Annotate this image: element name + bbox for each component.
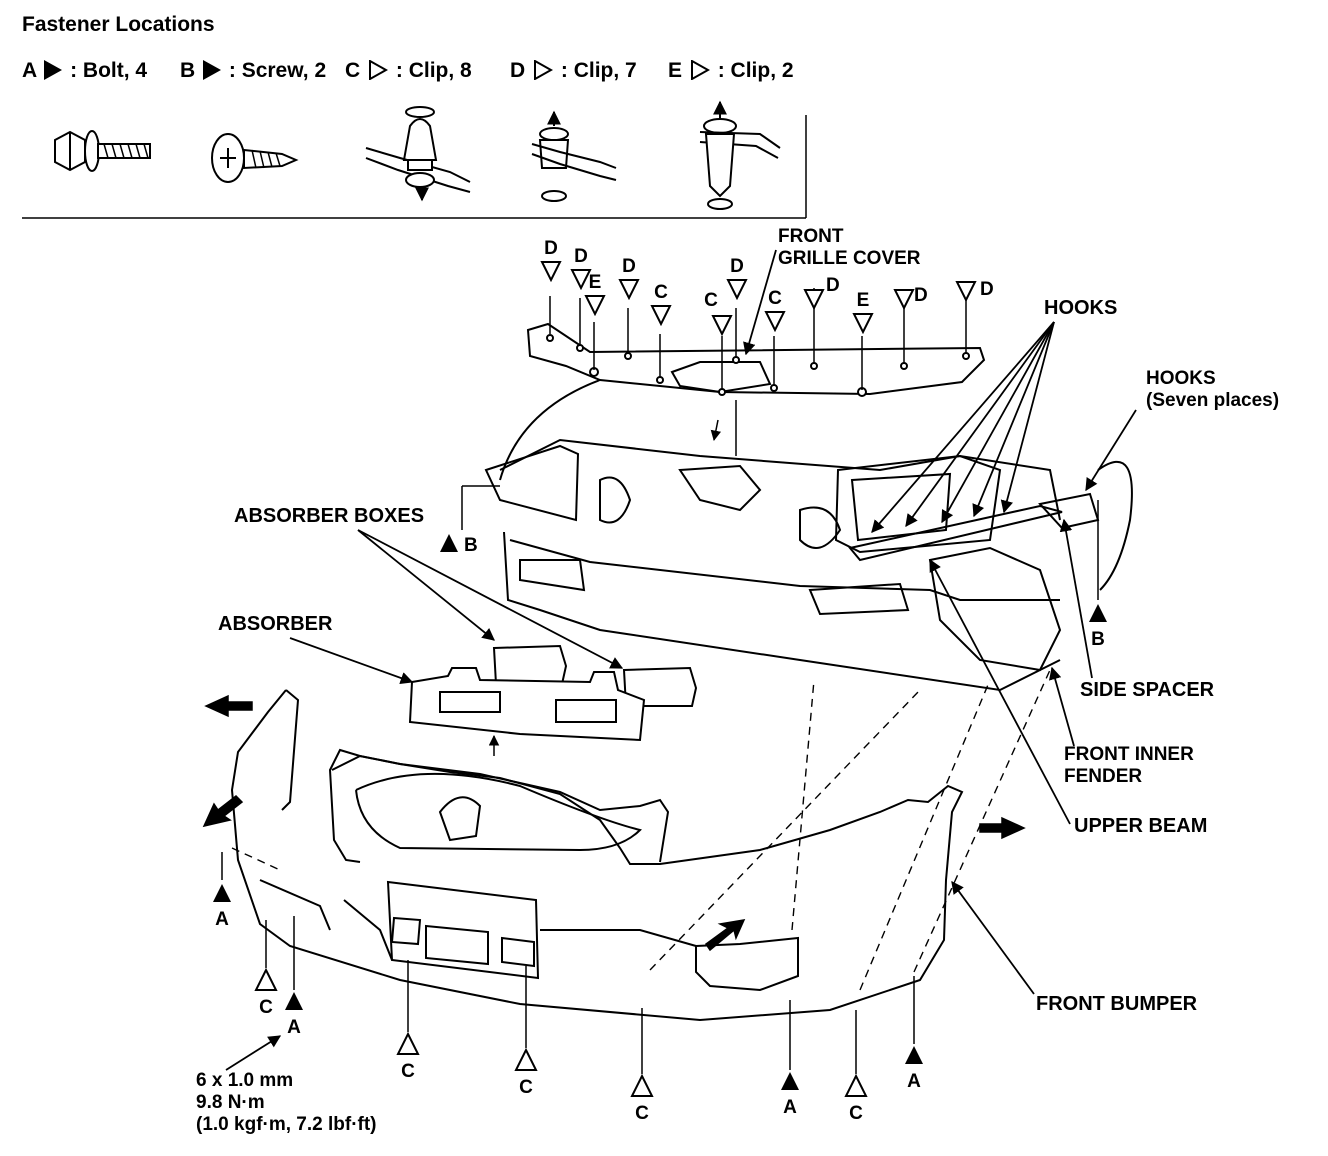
open-triangle-down-icon: [726, 279, 748, 301]
legend-item-d: D : Clip, 7: [510, 59, 637, 84]
projection-lines: [231, 669, 1051, 991]
direction-arrows: [202, 694, 1026, 952]
fastener-marker-c: C: [704, 290, 718, 311]
clip-c-icon: [365, 106, 471, 202]
fastener-marker-c: C: [630, 1073, 654, 1125]
label-hooks: HOOKS: [1044, 297, 1118, 319]
fastener-marker-d: D: [540, 238, 562, 287]
clip-e-icon: [699, 100, 781, 210]
legend-sep-d: :: [560, 59, 568, 82]
fastener-marker-c: C: [514, 1047, 538, 1099]
open-triangle-down-icon: [852, 313, 874, 335]
fastener-letter-b: B: [464, 535, 478, 556]
legend-text-c: Clip, 8: [408, 59, 472, 82]
open-triangle-icon: [533, 59, 554, 84]
legend-sep-c: :: [395, 59, 403, 82]
fastener-marker-d: D: [570, 246, 592, 295]
legend-text-b: Screw, 2: [241, 59, 327, 82]
fastener-marker-c: C: [844, 1073, 868, 1125]
legend-letter-d: D: [510, 59, 526, 82]
screw-icon: [211, 133, 299, 183]
open-triangle-up-icon: [844, 1073, 868, 1097]
label-front-inner-fender: FRONT INNER FENDER: [1064, 744, 1194, 787]
open-triangle-icon: [690, 59, 710, 84]
legend-letter-e: E: [668, 59, 683, 82]
label-side-spacer: SIDE SPACER: [1080, 679, 1215, 701]
front-bumper-part: [230, 689, 964, 1022]
legend-item-b: B : Screw, 2: [180, 60, 326, 81]
open-triangle-down-icon: [764, 311, 786, 333]
fastener-letter-d: D: [914, 285, 928, 306]
fastener-letter-d: D: [980, 279, 994, 300]
legend-letter-c: C: [345, 59, 361, 82]
open-triangle-up-icon: [254, 967, 278, 991]
open-triangle-down-icon: [803, 289, 825, 310]
open-triangle-down-icon: [955, 281, 977, 302]
open-triangle-down-icon: [540, 261, 562, 283]
filled-triangle-up-icon: [285, 992, 303, 1010]
open-triangle-down-icon: [711, 315, 733, 336]
fastener-marker-b: B: [1087, 602, 1109, 651]
absorber-part: [408, 667, 646, 742]
filled-triangle-up-icon: [781, 1072, 799, 1090]
fastener-marker-e: E: [584, 272, 606, 321]
fastener-leader-lines: [221, 288, 1099, 1074]
legend-sep-e: :: [717, 59, 725, 82]
legend-item-e: E : Clip, 2: [668, 59, 794, 84]
open-triangle-down-icon: [584, 295, 606, 317]
legend-box-border: [22, 115, 807, 219]
legend-text-a: Bolt, 4: [82, 59, 148, 82]
fastener-marker-a: A: [903, 1044, 925, 1093]
fastener-marker-a: A: [283, 990, 305, 1039]
fastener-marker-a: A: [779, 1070, 801, 1119]
fastener-marker-c: C: [396, 1031, 420, 1083]
fastener-marker-a: A: [211, 882, 233, 931]
label-front-bumper: FRONT BUMPER: [1036, 993, 1198, 1015]
open-triangle-up-icon: [514, 1047, 538, 1071]
torque-spec: 6 x 1.0 mm 9.8 N·m (1.0 kgf·m, 7.2 lbf·f…: [196, 1070, 377, 1135]
front-grille-cover-part: [526, 322, 986, 397]
filled-triangle-up-icon: [905, 1046, 923, 1064]
label-absorber: ABSORBER: [218, 613, 333, 635]
fastener-marker-c: C: [254, 967, 278, 1019]
label-upper-beam: UPPER BEAM: [1074, 815, 1208, 837]
callout-arrows: [225, 249, 1137, 1071]
open-triangle-down-icon: [570, 269, 592, 291]
filled-triangle-up-icon: [440, 534, 458, 552]
legend-letter-a: A: [22, 59, 37, 82]
clip-d-icon: [531, 110, 617, 202]
open-triangle-up-icon: [630, 1073, 654, 1097]
fastener-marker-c: C: [764, 288, 786, 337]
open-triangle-down-icon: [618, 279, 640, 301]
legend-sep-a: :: [70, 59, 78, 82]
legend-text-e: Clip, 2: [730, 59, 794, 82]
filled-triangle-icon: [44, 60, 63, 80]
open-triangle-icon: [368, 59, 389, 84]
legend-letter-b: B: [180, 59, 196, 82]
legend-text-d: Clip, 7: [573, 59, 637, 82]
fastener-locations-title: Fastener Locations: [22, 13, 215, 36]
open-triangle-down-icon: [893, 289, 915, 310]
bolt-icon: [54, 130, 151, 172]
label-absorber-boxes: ABSORBER BOXES: [234, 505, 425, 527]
legend-sep-b: :: [228, 59, 236, 82]
label-front-grille-cover: FRONT GRILLE COVER: [778, 226, 921, 269]
open-triangle-down-icon: [650, 305, 672, 327]
upper-beam-structure: [484, 379, 1133, 692]
fastener-marker-e: E: [852, 290, 874, 339]
fastener-letter-d: D: [826, 275, 840, 296]
fastener-marker-d: D: [726, 256, 748, 305]
filled-triangle-up-icon: [1089, 604, 1107, 622]
fastener-marker-d: D: [618, 256, 640, 305]
filled-triangle-icon: [203, 60, 222, 80]
legend-item-a: A : Bolt, 4: [22, 60, 147, 81]
legend-item-c: C : Clip, 8: [345, 59, 472, 84]
filled-triangle-up-icon: [213, 884, 231, 902]
fastener-marker-c: C: [650, 282, 672, 331]
open-triangle-up-icon: [396, 1031, 420, 1055]
label-hooks-seven-places: HOOKS (Seven places): [1146, 368, 1280, 411]
